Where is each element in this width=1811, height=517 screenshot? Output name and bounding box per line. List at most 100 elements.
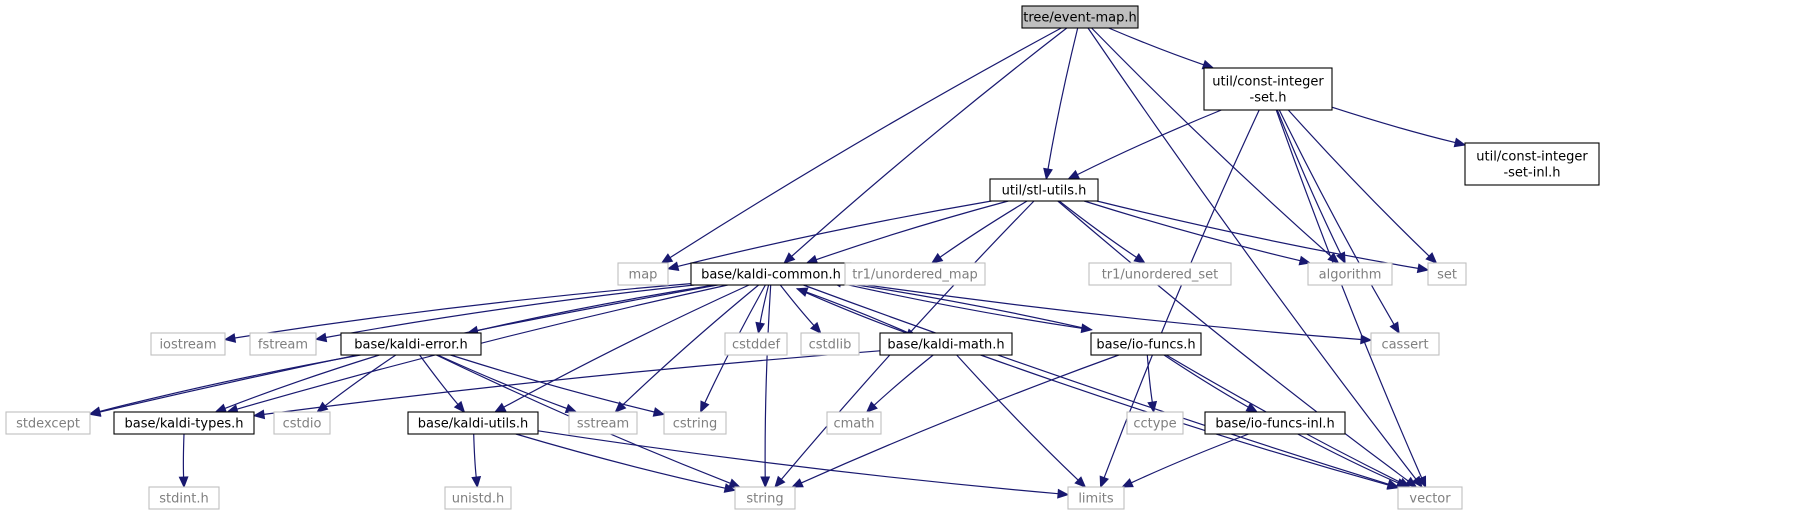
edge-tree_event_map-to-map: [660, 27, 1062, 264]
edge-line: [1146, 354, 1153, 403]
node-label: cassert: [1381, 338, 1428, 353]
edge-base_kaldi_common-to-sstream: [614, 284, 759, 413]
node-box: [113, 411, 255, 435]
node-box: [826, 411, 882, 435]
edge-line: [1275, 109, 1423, 479]
edge-line: [939, 200, 1028, 258]
node-label: iostream: [159, 338, 216, 353]
edge-arrowhead: [1416, 263, 1430, 274]
edge-arrowhead: [1043, 167, 1053, 181]
node-base-kaldi-error[interactable]: base/kaldi-error.h: [340, 332, 482, 356]
node-map: map: [617, 262, 669, 286]
node-base-io-funcs-inl[interactable]: base/io-funcs-inl.h: [1204, 411, 1346, 435]
edge-line: [1131, 433, 1249, 484]
edge-line: [791, 27, 1068, 257]
edge-line: [224, 354, 380, 409]
node-box: [1203, 67, 1333, 111]
node-util-const-integer-set-inl[interactable]: util/const-integer-set-inl.h: [1464, 142, 1600, 186]
node-base-io-funcs[interactable]: base/io-funcs.h: [1090, 332, 1202, 356]
edge-line: [850, 282, 1362, 341]
edge-arrowhead: [1245, 402, 1259, 413]
node-fstream: fstream: [249, 332, 317, 356]
nodes-layer: tree/event-map.h util/const-integer-set.h…: [5, 5, 1600, 510]
node-util-stl-utils[interactable]: util/stl-utils.h: [989, 178, 1099, 202]
edge-line: [1163, 354, 1249, 408]
edge-line: [515, 433, 726, 489]
edge-arrowhead: [791, 478, 804, 488]
edge-line: [1058, 200, 1137, 258]
edge-tree_event_map-to-algorithm: [1091, 27, 1340, 264]
edge-line: [1083, 200, 1301, 262]
node-iostream: iostream: [150, 332, 226, 356]
node-cstdlib: cstdlib: [800, 332, 860, 356]
edge-arrowhead: [88, 406, 102, 417]
edge-arrowhead: [810, 321, 822, 334]
node-base-kaldi-types[interactable]: base/kaldi-types.h: [113, 411, 255, 435]
node-label: cstdlib: [809, 338, 852, 353]
edge-arrowhead: [471, 476, 482, 489]
node-label: base/io-funcs-inl.h: [1215, 417, 1334, 432]
edge-tree_event_map-to-util_const_integer_set: [1108, 27, 1215, 70]
edge-base_kaldi_error-to-base_kaldi_utils: [419, 354, 466, 413]
node-label: string: [746, 492, 783, 507]
node-base-kaldi-math[interactable]: base/kaldi-math.h: [879, 332, 1013, 356]
edge-line: [1091, 27, 1332, 257]
node-base-kaldi-utils[interactable]: base/kaldi-utils.h: [407, 411, 539, 435]
node-label: map: [629, 268, 658, 283]
node-box: [1307, 262, 1393, 286]
node-util-const-integer-set[interactable]: util/const-integer-set.h: [1203, 67, 1333, 111]
node-label: algorithm: [1319, 268, 1382, 283]
node-box: [1126, 411, 1184, 435]
edge-line: [1287, 109, 1430, 257]
edge-line: [1057, 200, 1409, 482]
edge-arrowhead: [652, 407, 666, 417]
edge-line: [677, 200, 992, 267]
edge-arrowhead: [252, 409, 266, 420]
edge-base_kaldi_common-to-string: [760, 284, 772, 489]
node-label: cmath: [833, 417, 874, 432]
node-set: set: [1427, 262, 1467, 286]
edge-tree_event_map-to-base_kaldi_common: [783, 27, 1068, 264]
edge-tree_event_map-to-util_stl_utils: [1043, 27, 1079, 181]
edge-arrowhead: [214, 403, 228, 413]
node-base-kaldi-common[interactable]: base/kaldi-common.h: [690, 262, 852, 286]
edge-arrowhead: [1360, 334, 1373, 345]
node-label: tr1/unordered_map: [852, 268, 978, 283]
edge-arrowhead: [564, 403, 578, 414]
node-tree-event-map[interactable]: tree/event-map.h: [1021, 5, 1139, 29]
edge-line: [99, 354, 361, 412]
edge-arrowhead: [1386, 480, 1400, 490]
edge-line: [324, 354, 397, 407]
edge-line: [1077, 109, 1222, 176]
edge-arrowhead: [723, 483, 737, 493]
node-label: cctype: [1133, 417, 1176, 432]
node-label: base/kaldi-types.h: [125, 417, 244, 432]
edge-arrowhead: [1057, 488, 1070, 499]
edge-base_kaldi_utils-to-string: [515, 433, 737, 493]
node-vector: vector: [1397, 486, 1463, 510]
edge-line: [234, 283, 692, 339]
edge-line: [622, 284, 759, 406]
edge-line: [473, 433, 477, 478]
node-label: set: [1437, 268, 1457, 283]
edge-base_kaldi_common-to-iostream: [223, 283, 692, 343]
edge-line: [816, 200, 1009, 261]
node-label: tr1/unordered_set: [1102, 268, 1219, 283]
edge-base_kaldi_error-to-cstring: [450, 354, 666, 417]
node-label: unistd.h: [452, 492, 505, 507]
node-cassert: cassert: [1370, 332, 1440, 356]
node-box: [568, 411, 638, 435]
node-box: [724, 332, 788, 356]
edge-arrowhead: [666, 261, 680, 272]
node-box: [150, 332, 226, 356]
edge-util_const_integer_set-to-algorithm: [1276, 109, 1346, 265]
edge-line: [873, 354, 934, 406]
edge-arrowhead: [1453, 137, 1467, 148]
edge-line: [263, 350, 881, 415]
node-cmath: cmath: [826, 411, 882, 435]
node-label: cstddef: [732, 338, 781, 353]
node-label: base/kaldi-common.h: [701, 268, 841, 283]
edge-util_const_integer_set-to-set: [1287, 109, 1438, 264]
node-label: vector: [1409, 492, 1451, 507]
